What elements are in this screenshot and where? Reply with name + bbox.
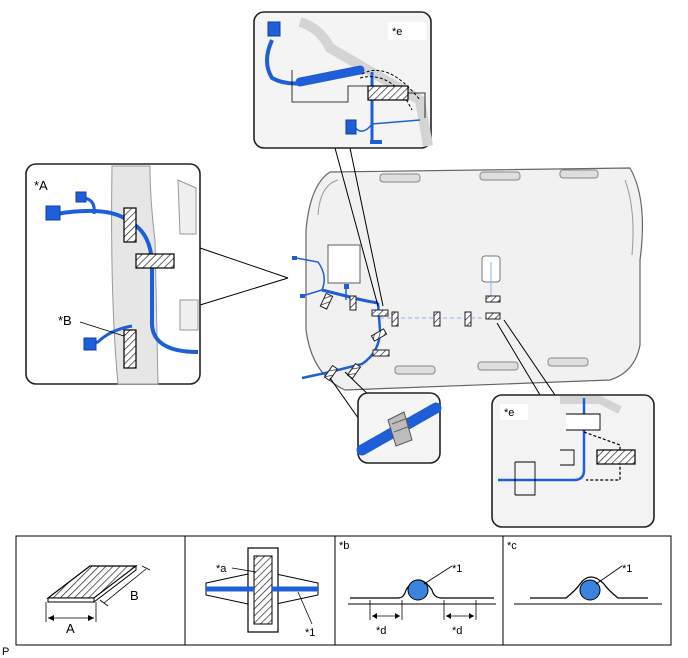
legend-tape-dimensions: A B — [45, 564, 151, 636]
leader-lines — [199, 147, 556, 433]
legend-section-b: *b *1 *d *d — [339, 540, 496, 637]
roof-headliner — [305, 167, 644, 391]
detail-e-right: *e — [491, 394, 655, 528]
label-1-cell4: *1 — [622, 563, 632, 575]
callout-e-top: *e — [392, 26, 402, 38]
legend-table: A B *a *1 *b — [15, 535, 672, 646]
callout-B: *B — [58, 313, 72, 328]
detail-A: *A *B — [25, 163, 201, 385]
label-d-left: *d — [376, 625, 386, 637]
dim-b-label: B — [130, 588, 139, 603]
detail-e-top: *e — [253, 11, 433, 149]
detail-clip-closeup — [356, 392, 442, 464]
label-1-cell2: *1 — [305, 627, 315, 639]
tape-markers — [319, 292, 501, 382]
label-1-cell3: *1 — [452, 563, 462, 575]
legend-section-c: *c *1 — [507, 540, 662, 605]
tag-b: *b — [339, 540, 349, 552]
legend-tape-on-wire: *a *1 — [205, 547, 319, 639]
label-d-right: *d — [452, 625, 462, 637]
dim-a-label: A — [66, 621, 75, 636]
tag-c: *c — [507, 540, 517, 552]
callout-A: *A — [34, 178, 48, 193]
label-a: *a — [216, 563, 227, 575]
callout-e-right: *e — [504, 407, 514, 419]
footer-code: P — [2, 646, 9, 658]
